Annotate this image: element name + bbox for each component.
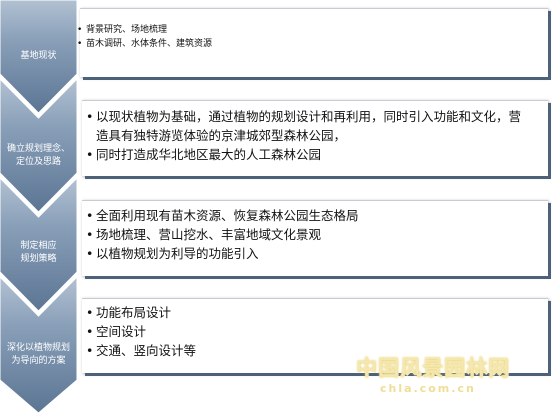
chevron-stage-4 [0,275,78,413]
stage-1-item: 背景研究、场地梳理 [77,23,548,37]
stage-4-label: 深化以植物规划 为导向的方案 [6,343,70,366]
stage-3-item: 以植物规划为利导的功能引入 [86,244,548,263]
stage-2-list: 以现状植物为基础，通过植物的规划设计和再利用，同时引入功能和文化，营造具有独特游… [82,101,548,164]
chevron-stage-3 [0,176,78,312]
stage-2-panel: 以现状植物为基础，通过植物的规划设计和再利用，同时引入功能和文化，营造具有独特游… [82,100,548,176]
stage-3-panel: 全面利用现有苗木资源、恢复森林公园生态格局 场地梳理、营山挖水、丰富地域文化景观… [82,200,548,276]
stage-1-label: 基地现状 [20,51,57,61]
chevron-stage-1 [0,0,78,114]
stage-3-item: 场地梳理、营山挖水、丰富地域文化景观 [86,225,548,244]
stage-2-item: 同时打造成华北地区最大的人工森林公园 [86,145,532,164]
stage-2-item: 以现状植物为基础，通过植物的规划设计和再利用，同时引入功能和文化，营造具有独特游… [86,107,532,145]
chevron-stage-2 [0,77,78,213]
stage-4-item: 空间设计 [86,322,548,341]
stage-3-label: 制定相应 规划策略 [20,241,57,264]
stage-4-item: 交通、竖向设计等 [86,341,548,360]
stage-3-list: 全面利用现有苗木资源、恢复森林公园生态格局 场地梳理、营山挖水、丰富地域文化景观… [82,201,548,263]
stage-4-list: 功能布局设计 空间设计 交通、竖向设计等 [82,299,548,360]
stage-3-item: 全面利用现有苗木资源、恢复森林公园生态格局 [86,206,548,225]
stage-2-label: 确立规划理念、 定位及思路 [6,144,70,167]
stage-1-item: 苗木调研、水体条件、建筑资源 [77,37,548,51]
watermark-url: chla.com.cn [380,382,476,395]
stage-4-item: 功能布局设计 [86,303,548,322]
stage-1-panel: 背景研究、场地梳理 苗木调研、水体条件、建筑资源 [77,8,548,77]
stage-1-list: 背景研究、场地梳理 苗木调研、水体条件、建筑资源 [77,9,548,51]
watermark-logo: 中国风景园林网 [356,355,510,380]
stage-4-panel: 功能布局设计 空间设计 交通、竖向设计等 [82,298,548,373]
